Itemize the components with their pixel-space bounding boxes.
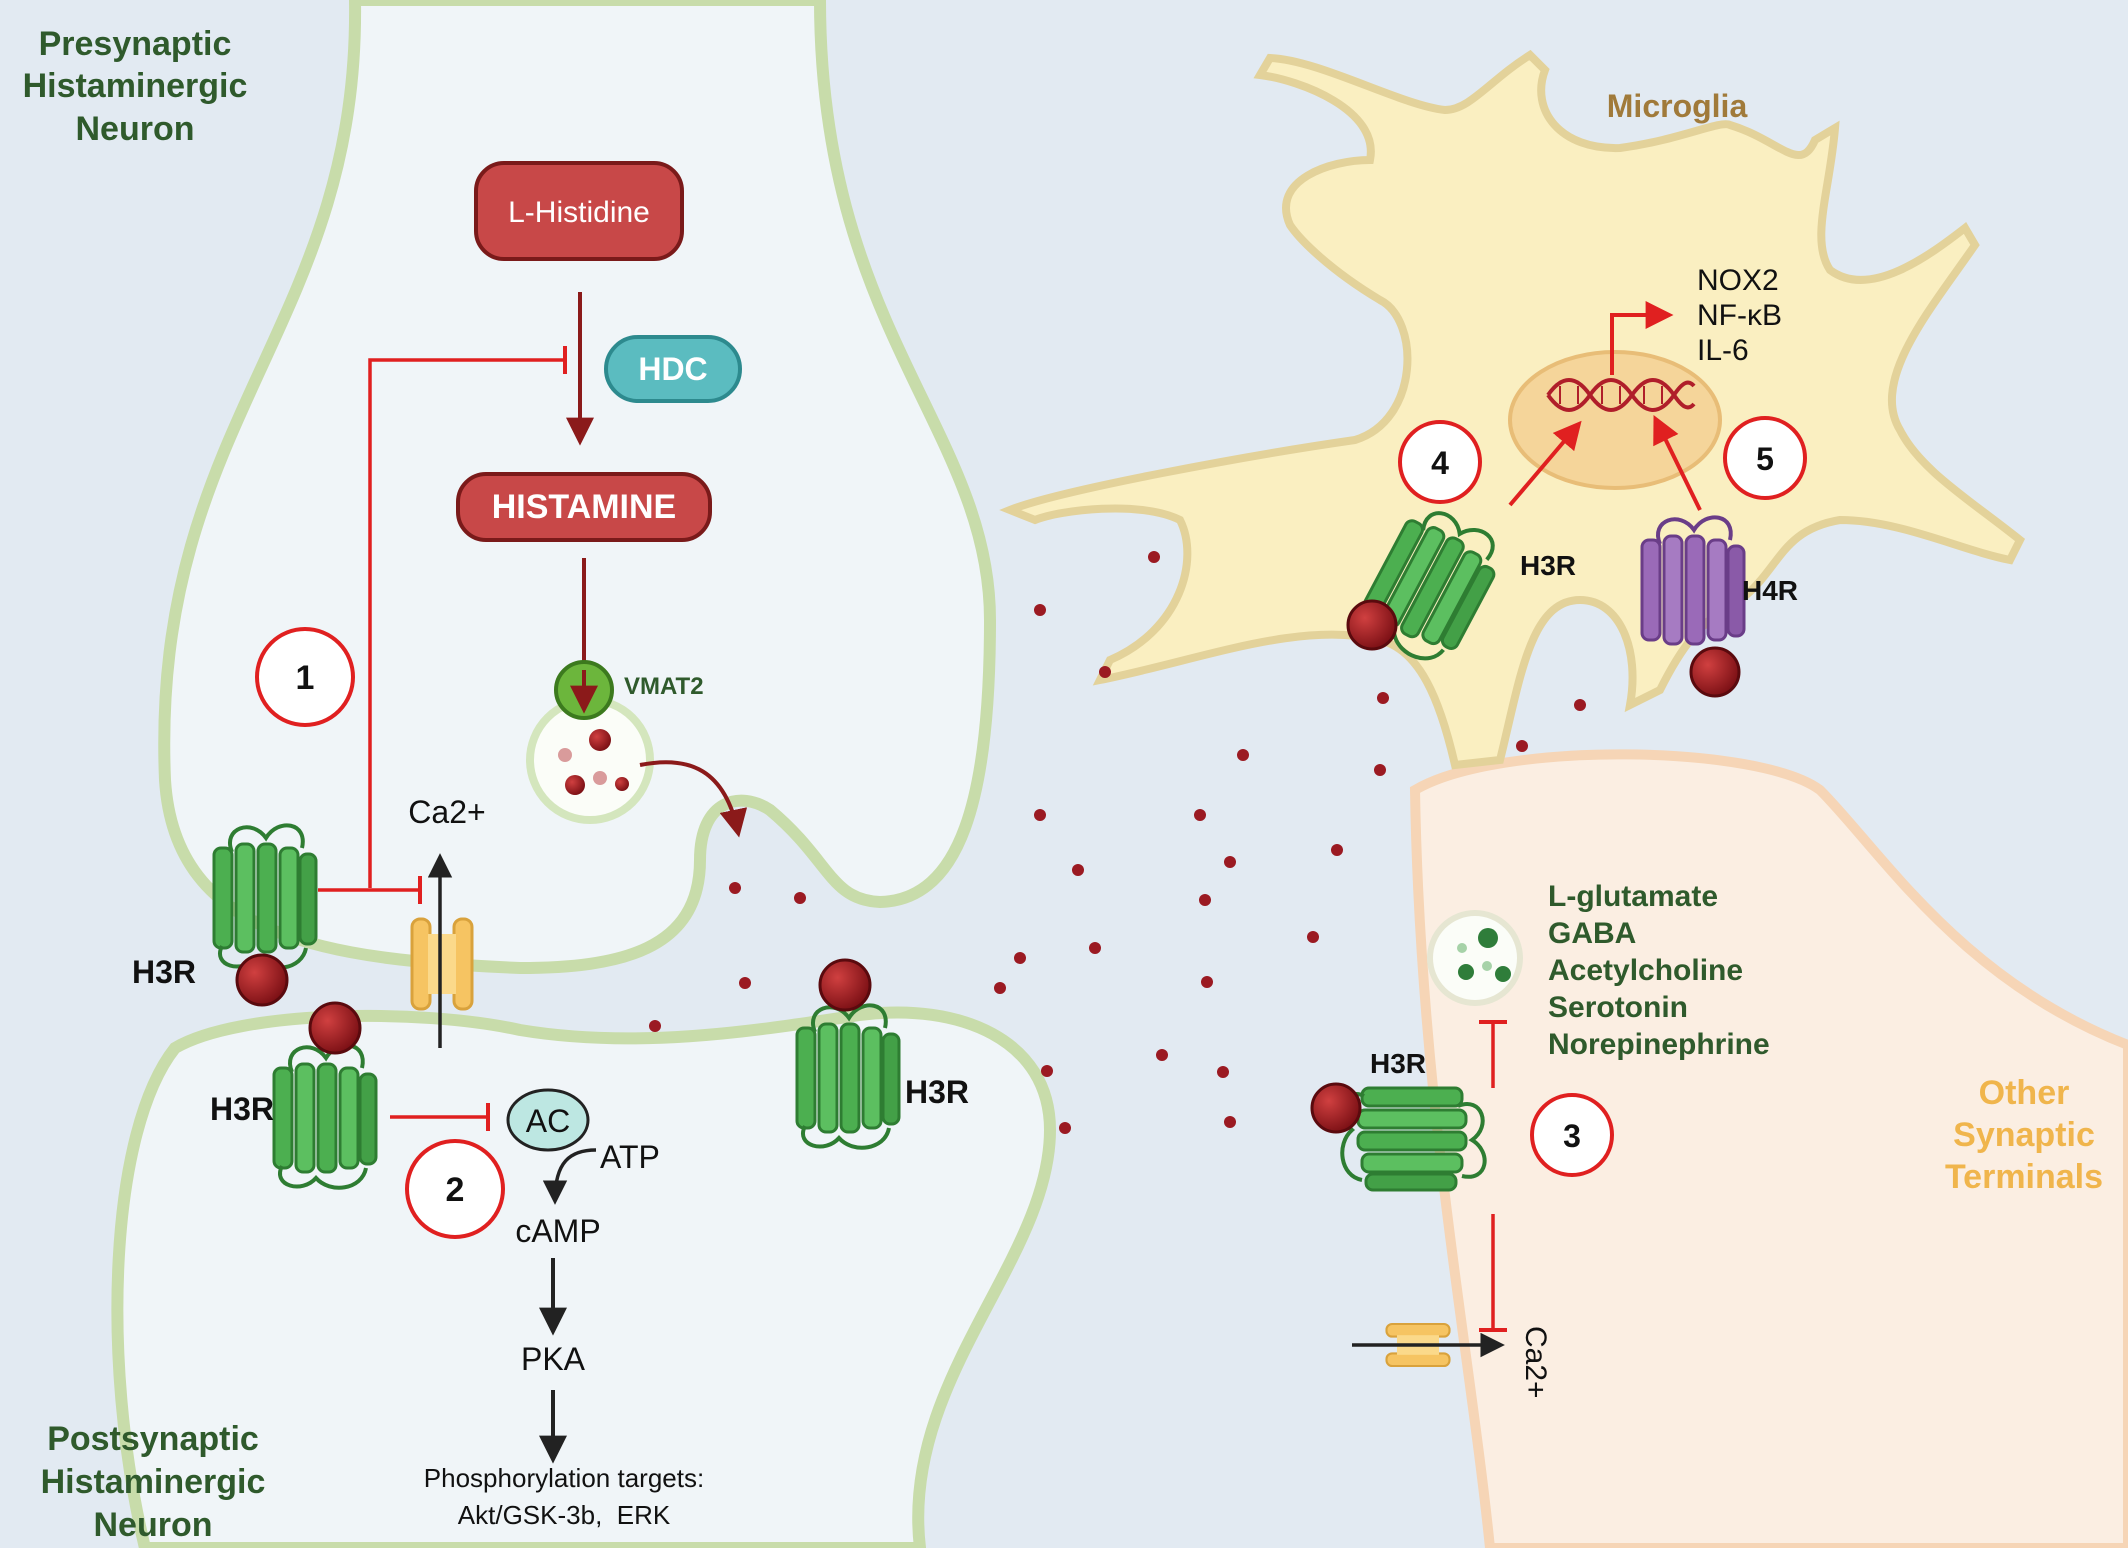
histamine-dot bbox=[1148, 551, 1160, 563]
histamine-ligand bbox=[1310, 1082, 1362, 1134]
free-histamine-molecules bbox=[649, 551, 1586, 1134]
svg-text:Postsynaptic: Postsynaptic bbox=[47, 1420, 259, 1458]
h4r-to-dna-arrow bbox=[1653, 414, 1702, 511]
histamine-dot bbox=[1034, 604, 1046, 616]
hdc-label: HDC bbox=[638, 351, 707, 387]
histamine-dot bbox=[1089, 942, 1101, 954]
svg-text:4: 4 bbox=[1431, 445, 1449, 481]
histamine-ligand bbox=[1689, 646, 1741, 698]
histamine-dot bbox=[1224, 856, 1236, 868]
h3r-inhibits-hdc-line bbox=[368, 358, 565, 888]
histamine-label: HISTAMINE bbox=[492, 488, 676, 526]
histamine-dot bbox=[1516, 740, 1528, 752]
histamine-dot bbox=[1072, 864, 1084, 876]
step-marker-3: 3 bbox=[1530, 1093, 1614, 1177]
svg-text:Histaminergic: Histaminergic bbox=[41, 1463, 266, 1501]
histamine-dot bbox=[1331, 844, 1343, 856]
histamine-dot bbox=[729, 882, 741, 894]
presynaptic-neuron-label: Presynaptic Histaminergic Neuron bbox=[23, 25, 248, 148]
neurotransmitter-gaba: GABA bbox=[1548, 917, 1636, 950]
histamine-dot bbox=[1059, 1122, 1071, 1134]
histamine-dot bbox=[1377, 692, 1389, 704]
svg-text:Presynaptic: Presynaptic bbox=[39, 25, 232, 63]
microglia-h3r-label: H3R bbox=[1520, 550, 1576, 581]
histamine-dot bbox=[1201, 976, 1213, 988]
svg-text:Other: Other bbox=[1979, 1074, 2070, 1112]
microglia-h4r-label: H4R bbox=[1742, 575, 1798, 606]
l-histidine-label: L-Histidine bbox=[508, 196, 650, 229]
neurotransmitter-acetylcholine: Acetylcholine bbox=[1548, 954, 1743, 987]
phosphorylation-title: Phosphorylation targets: bbox=[424, 1463, 704, 1493]
gene-il6: IL-6 bbox=[1697, 334, 1749, 367]
histamine-release-arrow bbox=[639, 760, 748, 838]
step-marker-1: 1 bbox=[255, 627, 355, 727]
histamine-dot bbox=[1224, 1116, 1236, 1128]
camp-label: cAMP bbox=[515, 1213, 600, 1249]
histamine-dot bbox=[1034, 809, 1046, 821]
terminal-h3r-label: H3R bbox=[1370, 1048, 1426, 1079]
histamine-dot bbox=[1156, 1049, 1168, 1061]
pka-label: PKA bbox=[521, 1341, 586, 1377]
svg-text:Histaminergic: Histaminergic bbox=[23, 67, 248, 105]
neurotransmitter-norepinephrine: Norepinephrine bbox=[1548, 1028, 1770, 1061]
neurotransmitter-serotonin: Serotonin bbox=[1548, 991, 1688, 1024]
gene-nfkb: NF-κB bbox=[1697, 299, 1782, 332]
svg-text:3: 3 bbox=[1563, 1118, 1581, 1154]
svg-text:1: 1 bbox=[296, 659, 315, 697]
svg-text:Neuron: Neuron bbox=[76, 110, 195, 148]
gene-expression-arrow bbox=[1610, 301, 1674, 375]
svg-text:Synaptic: Synaptic bbox=[1953, 1116, 2095, 1154]
histamine-dot bbox=[994, 982, 1006, 994]
dna-helix-icon bbox=[1546, 378, 1696, 412]
presynaptic-calcium-label: Ca2+ bbox=[408, 794, 485, 830]
hdc-box bbox=[604, 335, 742, 403]
phosphorylation-targets: Akt/GSK-3b, ERK bbox=[458, 1500, 671, 1530]
terminal-calcium-label: Ca2+ bbox=[1519, 1326, 1552, 1399]
step-marker-2: 2 bbox=[405, 1139, 505, 1239]
histamine-dot bbox=[1194, 809, 1206, 821]
atp-label: ATP bbox=[600, 1139, 660, 1175]
histamine-dot bbox=[1199, 894, 1211, 906]
vmat2-label: VMAT2 bbox=[624, 673, 704, 700]
histamine-dot bbox=[1014, 952, 1026, 964]
histamine-box bbox=[456, 472, 712, 542]
histamine-ligand bbox=[308, 1001, 362, 1055]
neurotransmitter-glutamate: L-glutamate bbox=[1548, 880, 1718, 913]
svg-text:5: 5 bbox=[1756, 441, 1774, 477]
histamine-dot bbox=[1374, 764, 1386, 776]
presynaptic-h3r-label: H3R bbox=[132, 954, 196, 990]
atp-conversion-arrow bbox=[542, 1148, 597, 1205]
histamine-dot bbox=[739, 977, 751, 989]
histamine-dot bbox=[1574, 699, 1586, 711]
terminal-vesicle bbox=[1427, 910, 1523, 1006]
h3r-to-dna-arrow bbox=[1508, 420, 1582, 507]
svg-text:Neuron: Neuron bbox=[94, 1506, 213, 1544]
histamine-ligand bbox=[235, 953, 289, 1007]
postsynaptic-h3r-label-right: H3R bbox=[905, 1074, 969, 1110]
l-histidine-box bbox=[474, 161, 684, 261]
step-marker-5: 5 bbox=[1723, 416, 1807, 500]
histamine-dot bbox=[1099, 666, 1111, 678]
postsynaptic-neuron-label: Postsynaptic Histaminergic Neuron bbox=[41, 1420, 266, 1544]
postsynaptic-h3r-label-left: H3R bbox=[210, 1091, 274, 1127]
microglia-label: Microglia bbox=[1607, 88, 1748, 124]
svg-text:Terminals: Terminals bbox=[1945, 1158, 2103, 1196]
step-marker-4: 4 bbox=[1398, 420, 1482, 504]
histamine-dot bbox=[1237, 749, 1249, 761]
histamine-dot bbox=[1041, 1065, 1053, 1077]
svg-text:2: 2 bbox=[446, 1171, 465, 1209]
other-terminals-label: Other Synaptic Terminals bbox=[1945, 1074, 2103, 1196]
microglia-h4r-receptor bbox=[1640, 515, 1746, 646]
histamine-ligand bbox=[818, 958, 872, 1012]
histamine-dot bbox=[649, 1020, 661, 1032]
histamine-dot bbox=[1307, 931, 1319, 943]
histamine-dot bbox=[1217, 1066, 1229, 1078]
histamine-ligand bbox=[1346, 599, 1398, 651]
gene-nox2: NOX2 bbox=[1697, 264, 1779, 297]
adenylyl-cyclase bbox=[506, 1088, 590, 1152]
ac-label: AC bbox=[526, 1103, 570, 1139]
histamine-dot bbox=[794, 892, 806, 904]
